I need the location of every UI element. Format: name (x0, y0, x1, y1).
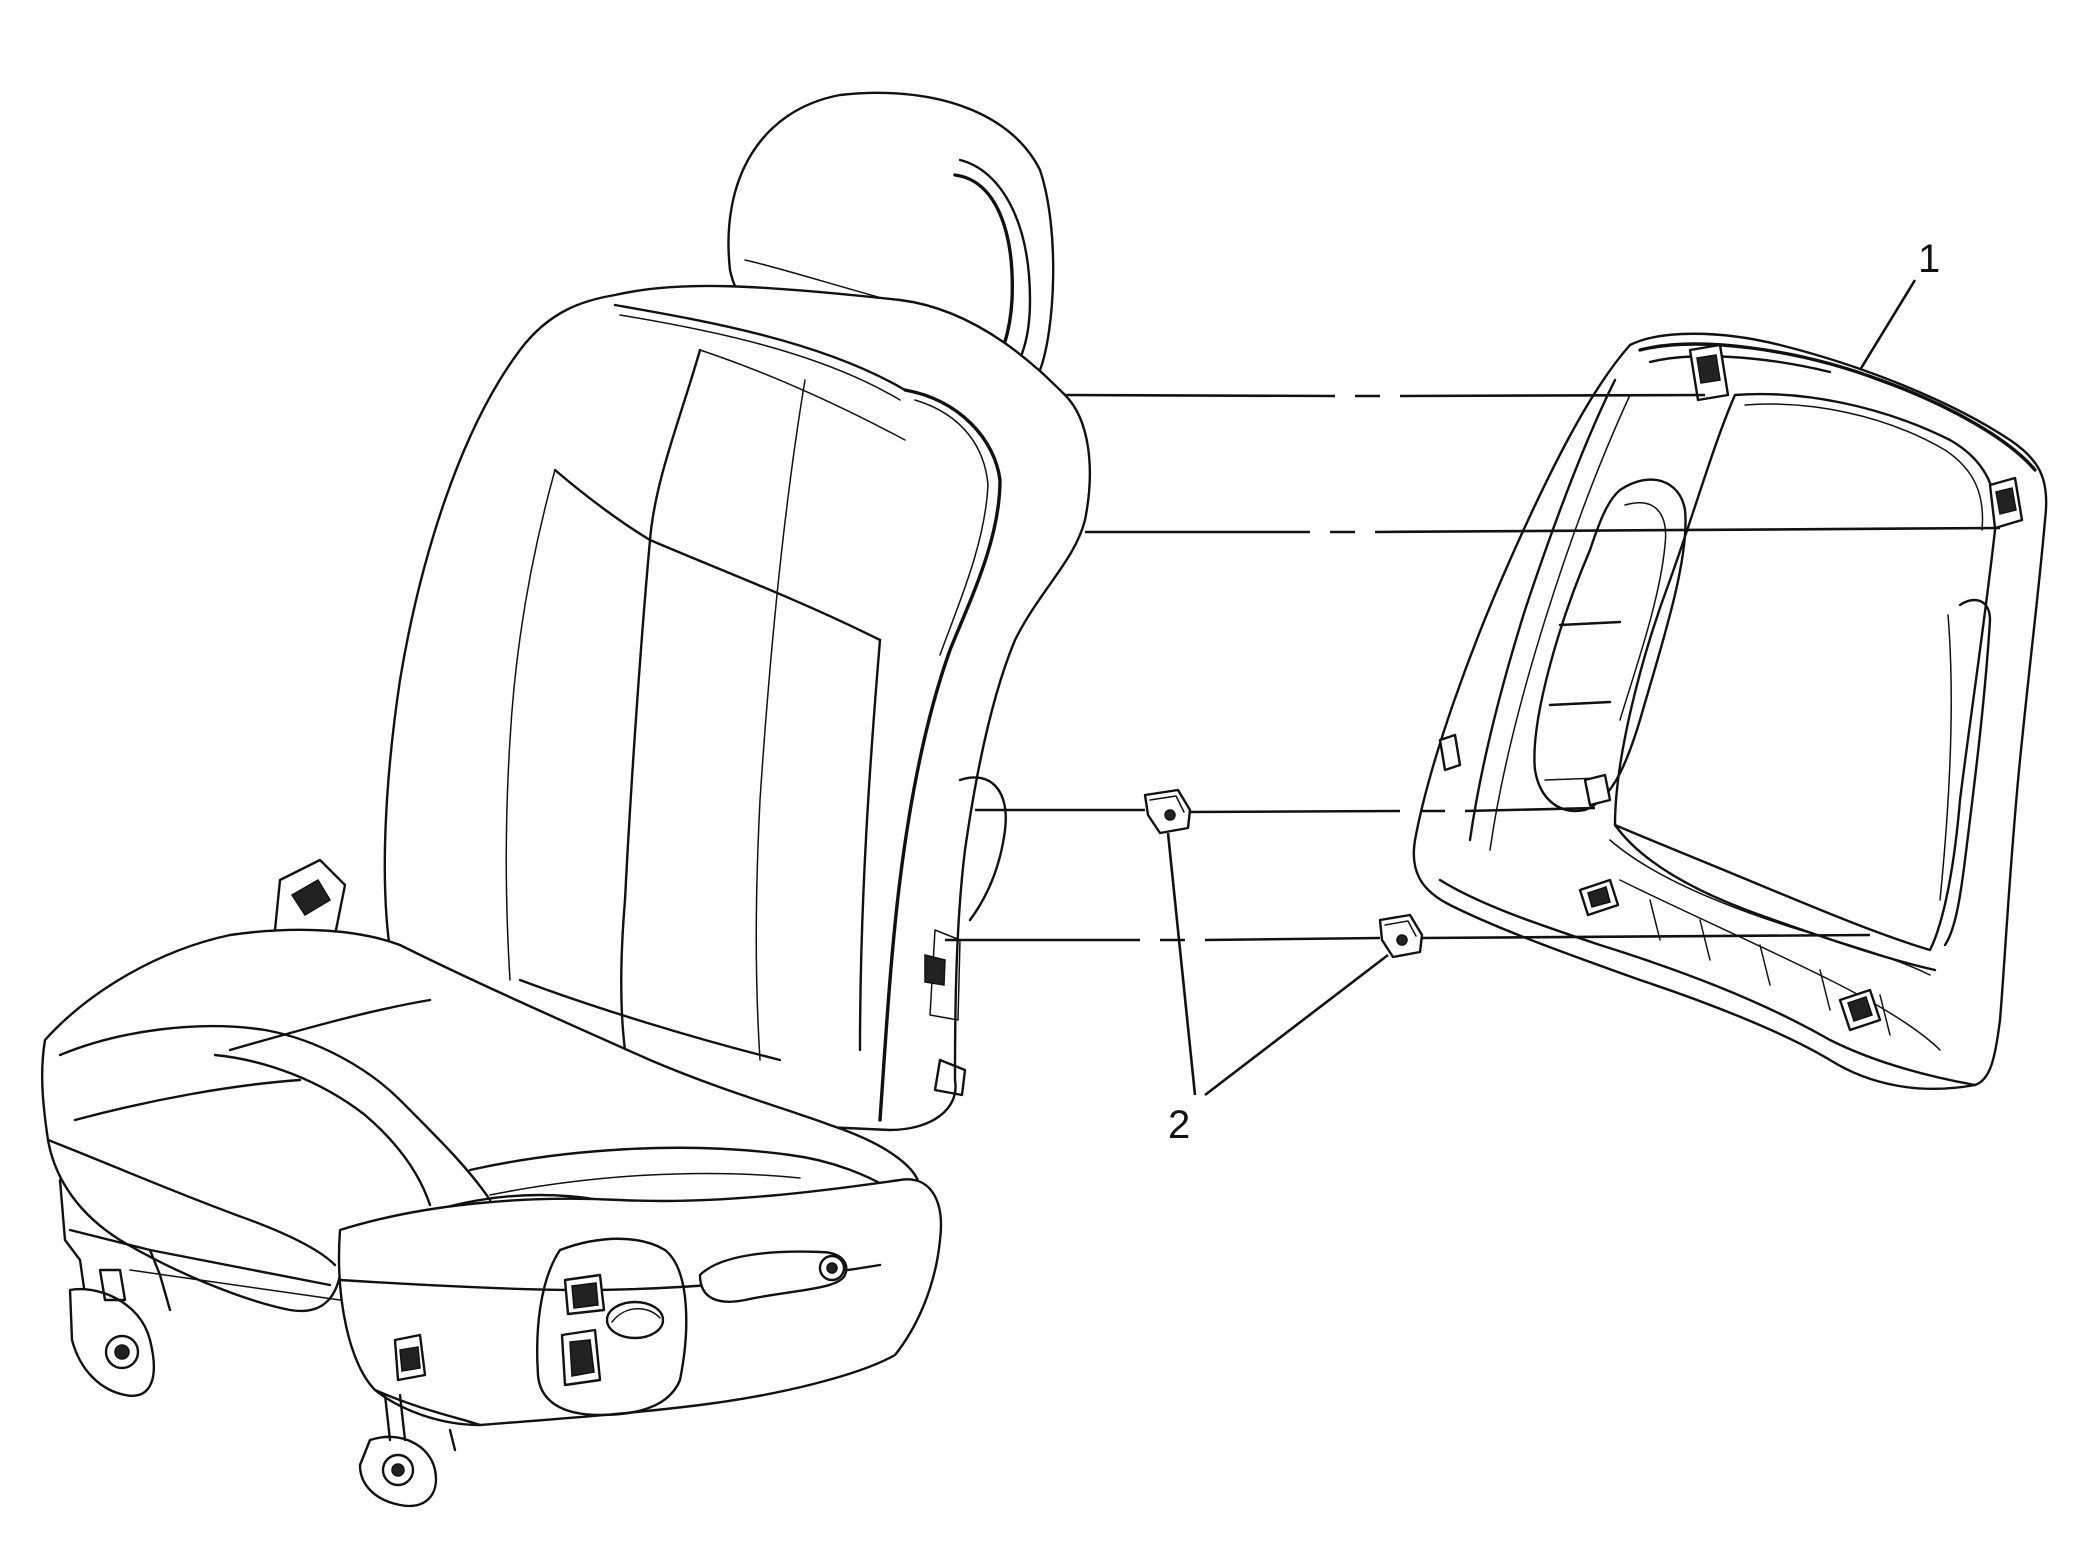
side-shield (337, 1178, 943, 1427)
alignment-lines (945, 393, 2001, 942)
seat-back-panel (1412, 332, 2048, 1090)
callout-1-label: 1 (1918, 237, 1940, 281)
retainer-clip-lower (1378, 913, 1424, 959)
seat-back (383, 284, 1092, 1132)
retainer-clip-upper (1143, 788, 1192, 835)
seat-assembly (40, 91, 1092, 1508)
callout-leaders (1166, 279, 1917, 1097)
seat-frame (58, 1178, 457, 1508)
callout-2-label: 2 (1168, 1103, 1190, 1147)
